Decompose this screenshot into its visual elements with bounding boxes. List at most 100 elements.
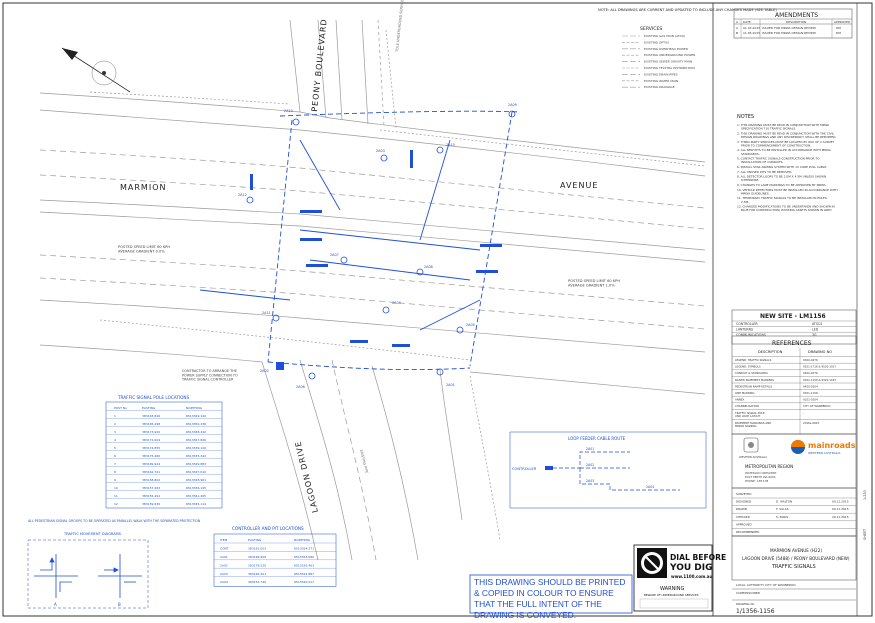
table-cell: 12 — [114, 502, 118, 506]
conduit-east — [469, 111, 513, 367]
dbyd-line2: YOU DIG — [669, 563, 713, 573]
table-cell: 383169.906 — [248, 555, 266, 559]
marmion-south-kerb-west — [39, 344, 263, 363]
detector-loop — [476, 270, 498, 273]
amend-cell: 01.03.2015 — [743, 26, 760, 30]
print-warning-box — [469, 574, 633, 614]
service-corridor-1 — [99, 319, 471, 361]
ref-cell: CITY OF WANNEROO — [803, 404, 831, 408]
amend-cell: A — [736, 26, 739, 30]
pedestrian-note: ALL PEDESTRIAN SIGNAL GROUPS TO BE OPERA… — [28, 519, 201, 523]
legend-item: EXISTING TELSTRA DISTRIBUTION — [644, 66, 695, 70]
mainroads-sub: WESTERN AUSTRALIA — [808, 451, 841, 455]
controller-table-title: CONTROLLER AND PIT LOCATIONS — [232, 526, 304, 531]
note-item: 5. CONTACT TRAFFIC SIGNALS CONSTRUCTION … — [737, 157, 820, 165]
detector-loops — [250, 150, 502, 370]
legend-item: EXISTING SEWER GRAVITY MAIN — [644, 60, 692, 64]
street-name-peony: PEONY BOULEVARD — [310, 18, 329, 112]
ref-cell: 2016s-0003 — [803, 421, 819, 425]
pole-label: 2A04 — [392, 301, 401, 305]
print-warning-text: THIS DRAWING SHOULD BE PRINTED & COPIED … — [474, 577, 626, 620]
service-corridor-3 — [379, 129, 706, 167]
table-cell: 8 — [114, 470, 116, 474]
phase-a-label: A — [54, 602, 57, 607]
lagoon-west-kerb — [261, 361, 319, 561]
amend-cell: DM — [836, 26, 841, 30]
table-cell: 10 — [114, 486, 118, 490]
ref-header: DRAWING NO — [808, 350, 832, 354]
detector-loop — [392, 344, 410, 347]
controller-symbol — [276, 362, 284, 370]
sig-name: S. PARIS — [776, 515, 788, 519]
pole-icon — [272, 314, 280, 322]
marmion-lane-line-1 — [39, 149, 706, 209]
dbyd-block: DIAL BEFORE YOU DIG www.1100.com.au WARN… — [633, 544, 726, 612]
signal-works — [199, 110, 521, 371]
cable-pit: 2A03 — [586, 479, 594, 483]
sig-date: 09.11.2015 — [832, 500, 849, 504]
table-cell: 6513347.826 — [186, 438, 206, 442]
pole-icon — [508, 110, 516, 118]
table-cell: 383175.460 — [142, 454, 160, 458]
sig-role: APPROVED — [736, 522, 753, 526]
marmion-median-north — [39, 199, 706, 251]
marmion-lane-line-3 — [39, 254, 706, 307]
phase-b-label: B — [118, 602, 121, 607]
note-item: 6. INSTALL STAR ARMING SYSTEM WITH 1X CO… — [737, 165, 827, 169]
drawing-no-label: DRAWING No — [736, 602, 755, 606]
detector-link-1 — [199, 289, 291, 301]
commissioned-label: COMMISSIONED — [736, 591, 761, 595]
peony-west-kerb — [289, 19, 301, 113]
ref-cell: LEGEND: TRAFFIC SIGNALS — [735, 358, 772, 362]
street-name-marmion: MARMION — [120, 183, 166, 192]
ref-cell: 9321-1156 — [803, 391, 818, 395]
pole-label: 2A12 — [238, 193, 247, 197]
detector-loop — [480, 244, 502, 247]
amend-header-desc: DESCRIPTION — [786, 20, 806, 24]
local-authority: LOCAL AUTHORITY CITY OF WANNEROO — [736, 583, 796, 587]
table-cell: CONT — [220, 547, 229, 551]
table-header: EASTING — [248, 538, 262, 542]
address-line: PHONE: 138 138 — [745, 479, 768, 483]
detector-link-6 — [309, 259, 471, 281]
table-cell: 2A01 — [220, 555, 228, 559]
pole-label: 2A07 — [330, 253, 339, 257]
marmion-lane-line-2 — [39, 174, 706, 230]
note-item: 11. TEMPORARY TRAFFIC SIGNALS TO BE INST… — [737, 196, 827, 204]
controller-box-icon — [545, 466, 553, 470]
ref-cell: 9420-0204 — [803, 384, 818, 388]
road-geometry — [39, 19, 706, 561]
note-item: 10. VEHICLE DETECTORS MUST BE INSTALLED … — [737, 188, 838, 196]
sig-role: DRAWN — [736, 507, 747, 511]
pole-icon — [246, 196, 254, 204]
legend-item: EXISTING DRAIN PIPES — [644, 72, 678, 76]
legend-title: SERVICES — [640, 26, 662, 32]
table-cell: 383169.924 — [142, 462, 160, 466]
table-cell: 383155.491 — [142, 494, 160, 498]
table-cell: 6513339.120 — [186, 446, 206, 450]
pole-icon — [382, 306, 390, 314]
pipe-label-a: TOLE UNDERGROUND SERVICES — [395, 0, 405, 53]
amend-cell: 11.05.2015 — [743, 31, 760, 35]
table-cell: 2A02 — [220, 563, 228, 567]
table-cell: 6 — [114, 454, 116, 458]
legend-item: EXISTING DRAINAGE — [644, 85, 675, 89]
table-cell: 5 — [114, 446, 116, 450]
pole-icon — [436, 368, 444, 376]
note-item: 2. THIS DRAWING MUST BE READ IN CONJUNCT… — [737, 131, 836, 139]
site-cell: LANTERNS — [736, 328, 753, 332]
site-title: NEW SITE - LM1156 — [760, 313, 826, 320]
amendments-title: AMENDMENTS — [775, 12, 818, 19]
ref-cell: 9521-1716 & 9520-1017 — [803, 365, 836, 369]
pipe-label-b: EXISTING PIPE — [359, 449, 369, 473]
title-line-2: LAGOON DRIVE (5488) / PEONY BOULEVARD (N… — [742, 556, 850, 561]
dbyd-line1: DIAL BEFORE — [670, 553, 726, 562]
table-cell: 383162.201 — [248, 572, 266, 576]
movement-diagrams: ALL PEDESTRIAN SIGNAL GROUPS TO BE OPERA… — [27, 519, 201, 609]
detector-link-2 — [299, 139, 341, 211]
title-line-3: TRAFFIC SIGNALS — [771, 564, 816, 570]
detector-loop — [250, 174, 253, 190]
